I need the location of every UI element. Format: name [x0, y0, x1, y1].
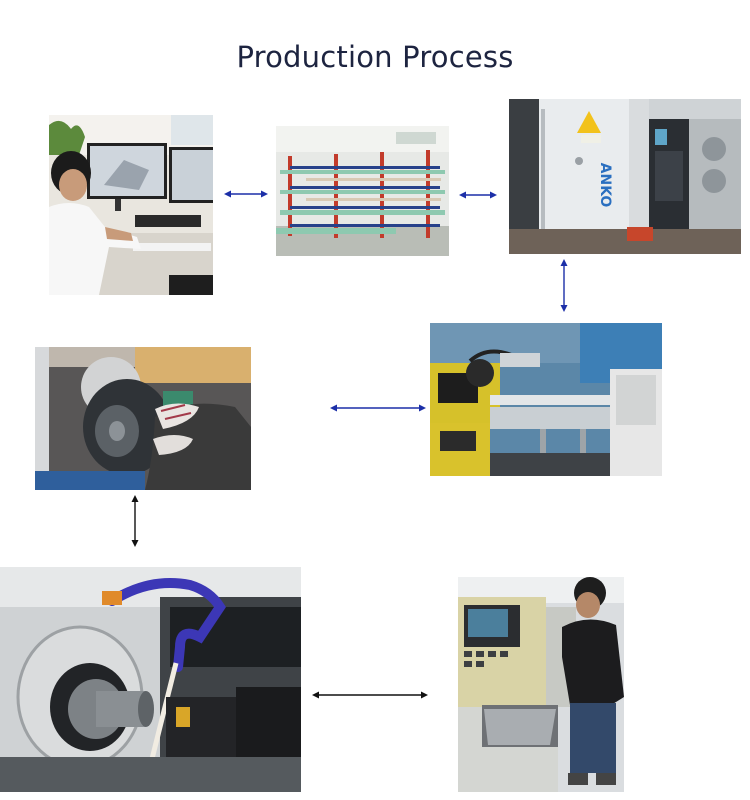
- vacuum-coating-machine-photo: ANKO: [509, 99, 741, 254]
- arrow-machining-to-polishing: [330, 400, 426, 416]
- arrow-storage-to-coating: [459, 187, 497, 203]
- machine-label: ANKO: [597, 163, 613, 208]
- cnc-operator-photo: [458, 577, 624, 792]
- cad-design-photo: [49, 115, 213, 295]
- polishing-wheel-photo: [35, 347, 251, 490]
- automated-machining-line-photo: [430, 323, 662, 476]
- cnc-lathe-closeup-photo: [0, 567, 301, 792]
- arrow-cad-to-storage: [224, 186, 268, 202]
- arrow-lathe-to-operator: [312, 687, 428, 703]
- page-title: Production Process: [236, 40, 514, 74]
- arrow-coating-to-machining: [556, 259, 572, 312]
- arrow-polishing-to-lathe: [127, 495, 143, 547]
- material-storage-rack-photo: [276, 126, 449, 256]
